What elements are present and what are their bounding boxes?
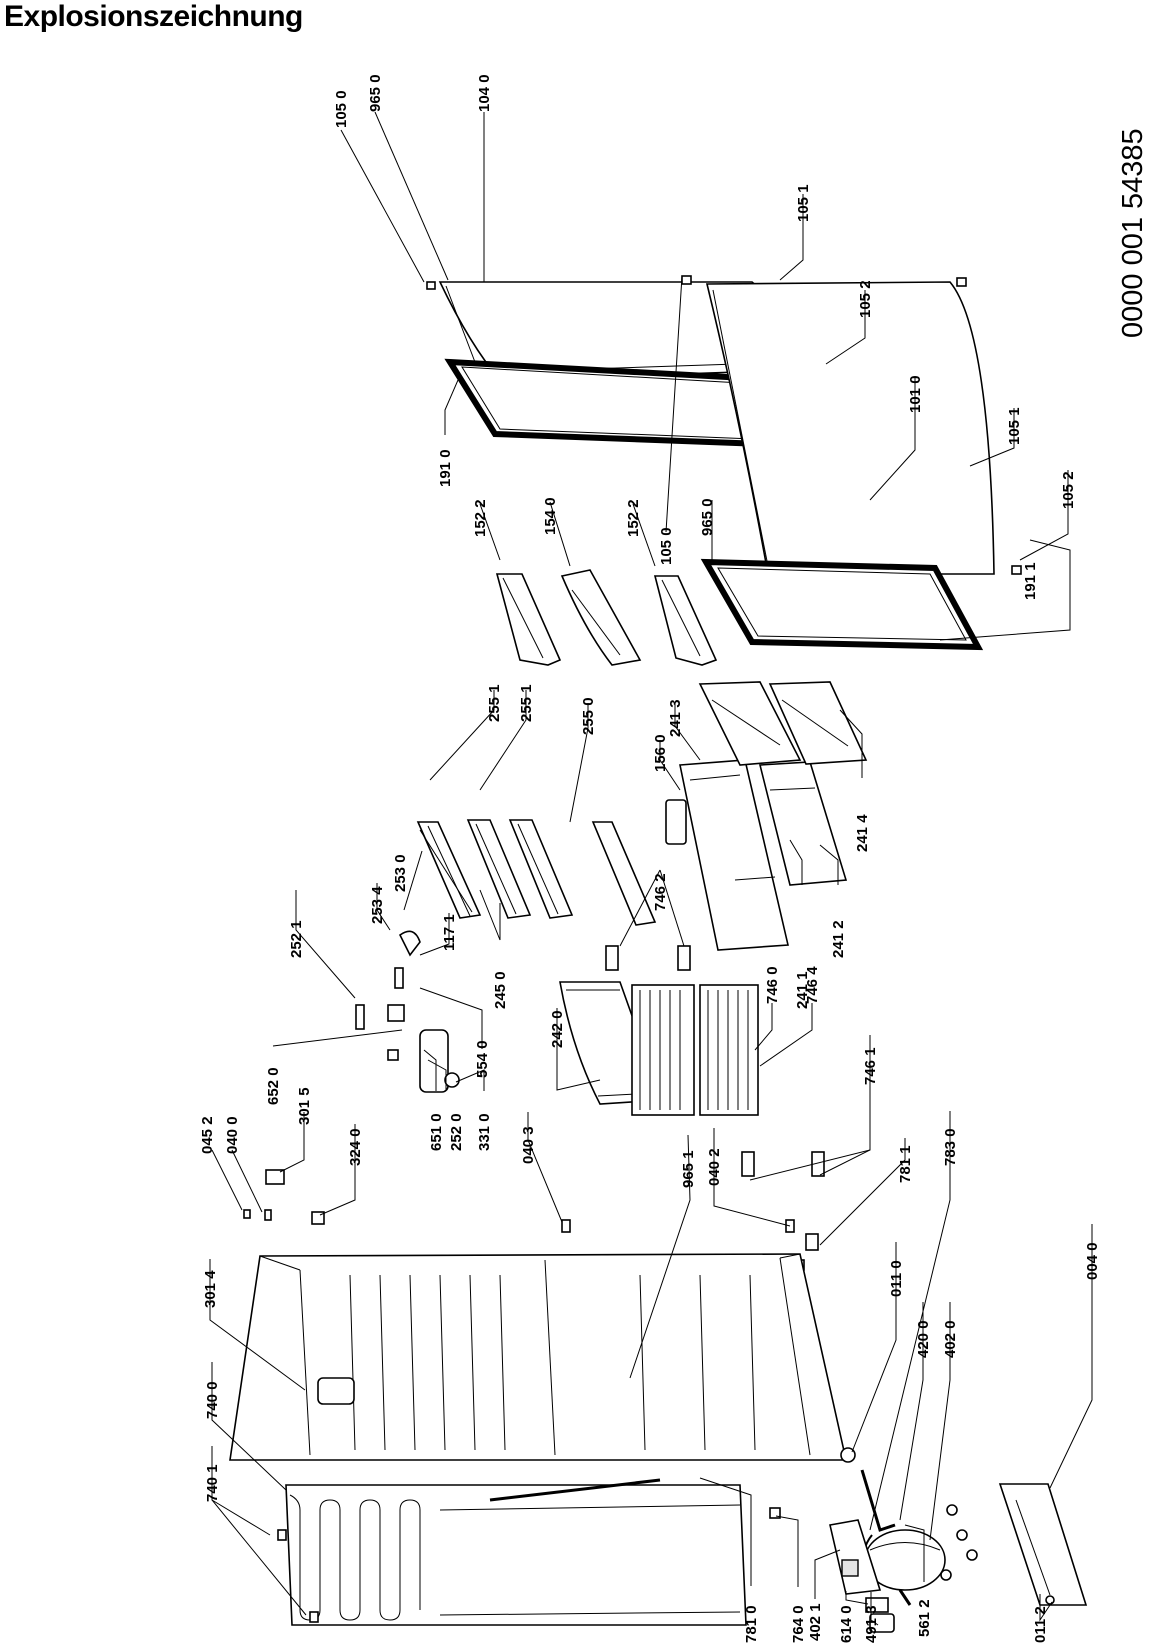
- label-255-1-b: 255 1: [518, 684, 535, 722]
- drawer-handle-156: [665, 799, 687, 845]
- leader-lines: [209, 111, 1093, 1626]
- evaporator-shelf-746-4: [699, 984, 759, 1116]
- label-740-1: 740 1: [204, 1464, 221, 1502]
- label-156-0: 156 0: [652, 734, 669, 772]
- label-764-0: 764 0: [790, 1605, 807, 1643]
- shelf-255-b: [508, 819, 574, 919]
- label-746-1: 746 1: [862, 1047, 879, 1085]
- label-331-0: 331 0: [476, 1113, 493, 1151]
- condenser: [285, 1484, 747, 1626]
- label-105-0-a: 105 0: [333, 90, 350, 128]
- label-004-0: 004 0: [1084, 1242, 1101, 1280]
- egg-tray: [560, 569, 642, 666]
- door-balcony-bottom: [653, 575, 718, 666]
- shelf-255-0: [591, 821, 657, 926]
- shelf-245: [416, 821, 482, 919]
- label-105-2-a: 105 2: [857, 280, 874, 318]
- label-491-3: 491 3: [863, 1605, 880, 1643]
- small-pads: [265, 1169, 325, 1225]
- label-965-1: 965 1: [680, 1150, 697, 1188]
- label-242-0: 242 0: [549, 1010, 566, 1048]
- label-652-0: 652 0: [265, 1067, 282, 1105]
- lower-door: [705, 281, 995, 575]
- label-252-1: 252 1: [288, 920, 305, 958]
- label-101-0: 101 0: [907, 375, 924, 413]
- label-253-0: 253 0: [392, 854, 409, 892]
- label-152-2-b: 152 2: [625, 499, 642, 537]
- drawer-cover-241-3: [698, 681, 802, 766]
- label-191-1: 191 1: [1022, 562, 1039, 600]
- label-740-0: 740 0: [204, 1381, 221, 1419]
- label-252-0: 252 0: [448, 1113, 465, 1151]
- door-balcony-top: [495, 573, 562, 666]
- label-746-4: 746 4: [804, 966, 821, 1004]
- label-245-0: 245 0: [492, 971, 509, 1009]
- label-040-2: 040 2: [706, 1148, 723, 1186]
- label-241-3: 241 3: [667, 699, 684, 737]
- label-241-2: 241 2: [830, 920, 847, 958]
- label-105-0-b: 105 0: [658, 527, 675, 565]
- label-301-4: 301 4: [202, 1270, 219, 1308]
- lower-door-gasket: [700, 558, 984, 651]
- label-614-0: 614 0: [838, 1605, 855, 1643]
- label-402-0: 402 0: [942, 1320, 959, 1358]
- label-011-2: 011 2: [1032, 1606, 1049, 1643]
- drawer-cover-241-4: [768, 681, 868, 765]
- filter-drier: [769, 1507, 781, 1519]
- diagram-title: Explosionszeichnung: [4, 0, 303, 33]
- evaporator-shelf-746-0: [631, 984, 695, 1116]
- label-965-0-a: 965 0: [367, 74, 384, 112]
- label-105-1-b: 105 1: [1006, 407, 1023, 445]
- label-154-0: 154 0: [542, 497, 559, 535]
- cabinet-body: [229, 1253, 847, 1461]
- label-783-0: 783 0: [942, 1128, 959, 1166]
- lamp-housing: [355, 930, 460, 1093]
- label-241-4: 241 4: [854, 814, 871, 852]
- label-965-0-b: 965 0: [699, 498, 716, 536]
- terminal-box: [829, 1519, 882, 1595]
- label-781-1: 781 1: [897, 1145, 914, 1183]
- part-561-2: [898, 1589, 912, 1606]
- label-152-2-a: 152 2: [472, 499, 489, 537]
- label-117-1: 117 1: [441, 914, 458, 951]
- label-105-2-b: 105 2: [1060, 471, 1077, 509]
- label-781-0: 781 0: [743, 1605, 760, 1643]
- drawer-241-2: [758, 761, 848, 886]
- shelf-255-a: [466, 819, 532, 919]
- label-402-1: 402 1: [807, 1603, 824, 1641]
- label-191-0: 191 0: [437, 449, 454, 487]
- lower-hinge-parts: [681, 275, 1022, 575]
- capillary-tube: [489, 1478, 661, 1502]
- drawer-241-1: [679, 759, 789, 951]
- condenser-clips: [277, 1529, 319, 1623]
- label-253-4: 253 4: [369, 886, 386, 924]
- label-420-0: 420 0: [915, 1320, 932, 1358]
- drain-tube: [860, 1469, 896, 1532]
- base-plate: [998, 1483, 1088, 1606]
- label-746-0: 746 0: [764, 966, 781, 1004]
- label-561-2: 561 2: [916, 1599, 933, 1637]
- label-104-0: 104 0: [476, 74, 493, 112]
- label-241-1: 241 1: [794, 971, 811, 1009]
- label-746-2: 746 2: [652, 873, 669, 911]
- label-011-0: 011 0: [888, 1260, 905, 1297]
- part-labels: 105 0 965 0 104 0 105 1 105 2 191 0 101 …: [199, 74, 1101, 1643]
- label-040-3: 040 3: [520, 1126, 537, 1164]
- grommets: [940, 1504, 978, 1581]
- label-324-0: 324 0: [347, 1128, 364, 1166]
- label-105-1-a: 105 1: [795, 184, 812, 222]
- label-040-0: 040 0: [224, 1116, 241, 1154]
- label-045-2: 045 2: [199, 1116, 216, 1154]
- label-255-1-a: 255 1: [486, 684, 503, 722]
- foot: [840, 1447, 856, 1463]
- label-255-0: 255 0: [580, 697, 597, 735]
- label-554-0: 554 0: [474, 1040, 491, 1078]
- label-651-0: 651 0: [428, 1113, 445, 1151]
- label-301-5: 301 5: [296, 1087, 313, 1125]
